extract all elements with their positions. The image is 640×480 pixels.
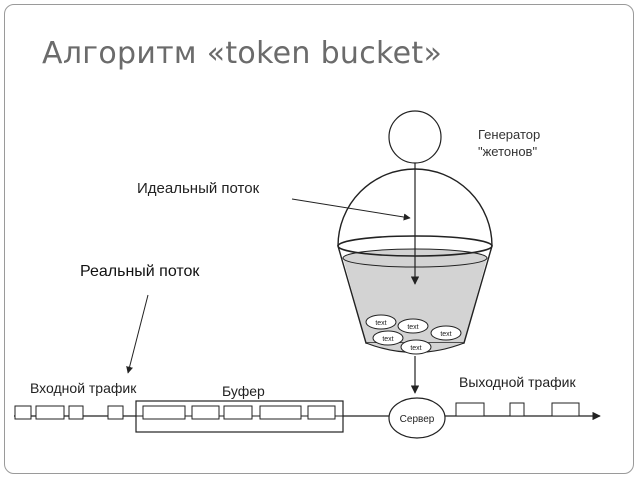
input-packets: [14, 405, 124, 420]
svg-text:text: text: [440, 331, 451, 338]
buffer-packet: [191, 405, 220, 420]
token: text: [430, 325, 462, 341]
ideal-flow-arrow: [291, 198, 411, 221]
svg-text:text: text: [382, 336, 393, 343]
output-packet: [509, 402, 525, 417]
input-packet: [107, 405, 124, 420]
server-node: [388, 397, 446, 439]
svg-text:text: text: [375, 320, 386, 327]
slide-frame: [4, 4, 634, 474]
token-generator-circle: [388, 110, 442, 164]
real-flow-label: Реальный поток: [80, 263, 200, 280]
generator-label-line2: "жетонов": [478, 144, 537, 159]
server-label: Сервер: [400, 414, 435, 425]
buffer-label: Буфер: [222, 383, 265, 399]
generator-label-line1: Генератор: [478, 127, 540, 142]
token: text: [397, 318, 429, 334]
slide-title: Алгоритм «token bucket»: [42, 36, 443, 71]
ideal-flow-label: Идеальный поток: [137, 180, 260, 197]
buffer-packet: [142, 405, 186, 420]
buffer-packet: [307, 405, 336, 420]
buffer-packets: [142, 405, 336, 420]
input-packet: [35, 405, 65, 420]
buffer-packet: [259, 405, 302, 420]
output-packets: [455, 402, 580, 417]
token-group: text text text text text: [365, 314, 462, 355]
svg-text:text: text: [410, 345, 421, 352]
input-packet: [14, 405, 32, 420]
real-flow-arrow: [126, 294, 149, 374]
token: text: [365, 314, 397, 330]
buffer-packet: [223, 405, 253, 420]
output-traffic-label: Выходной трафик: [459, 374, 576, 390]
output-packet: [455, 402, 485, 417]
input-packet: [68, 405, 84, 420]
svg-text:text: text: [407, 324, 418, 331]
input-traffic-label: Входной трафик: [30, 380, 137, 396]
token: text: [400, 339, 432, 355]
token: text: [372, 330, 404, 346]
output-packet: [551, 402, 580, 417]
